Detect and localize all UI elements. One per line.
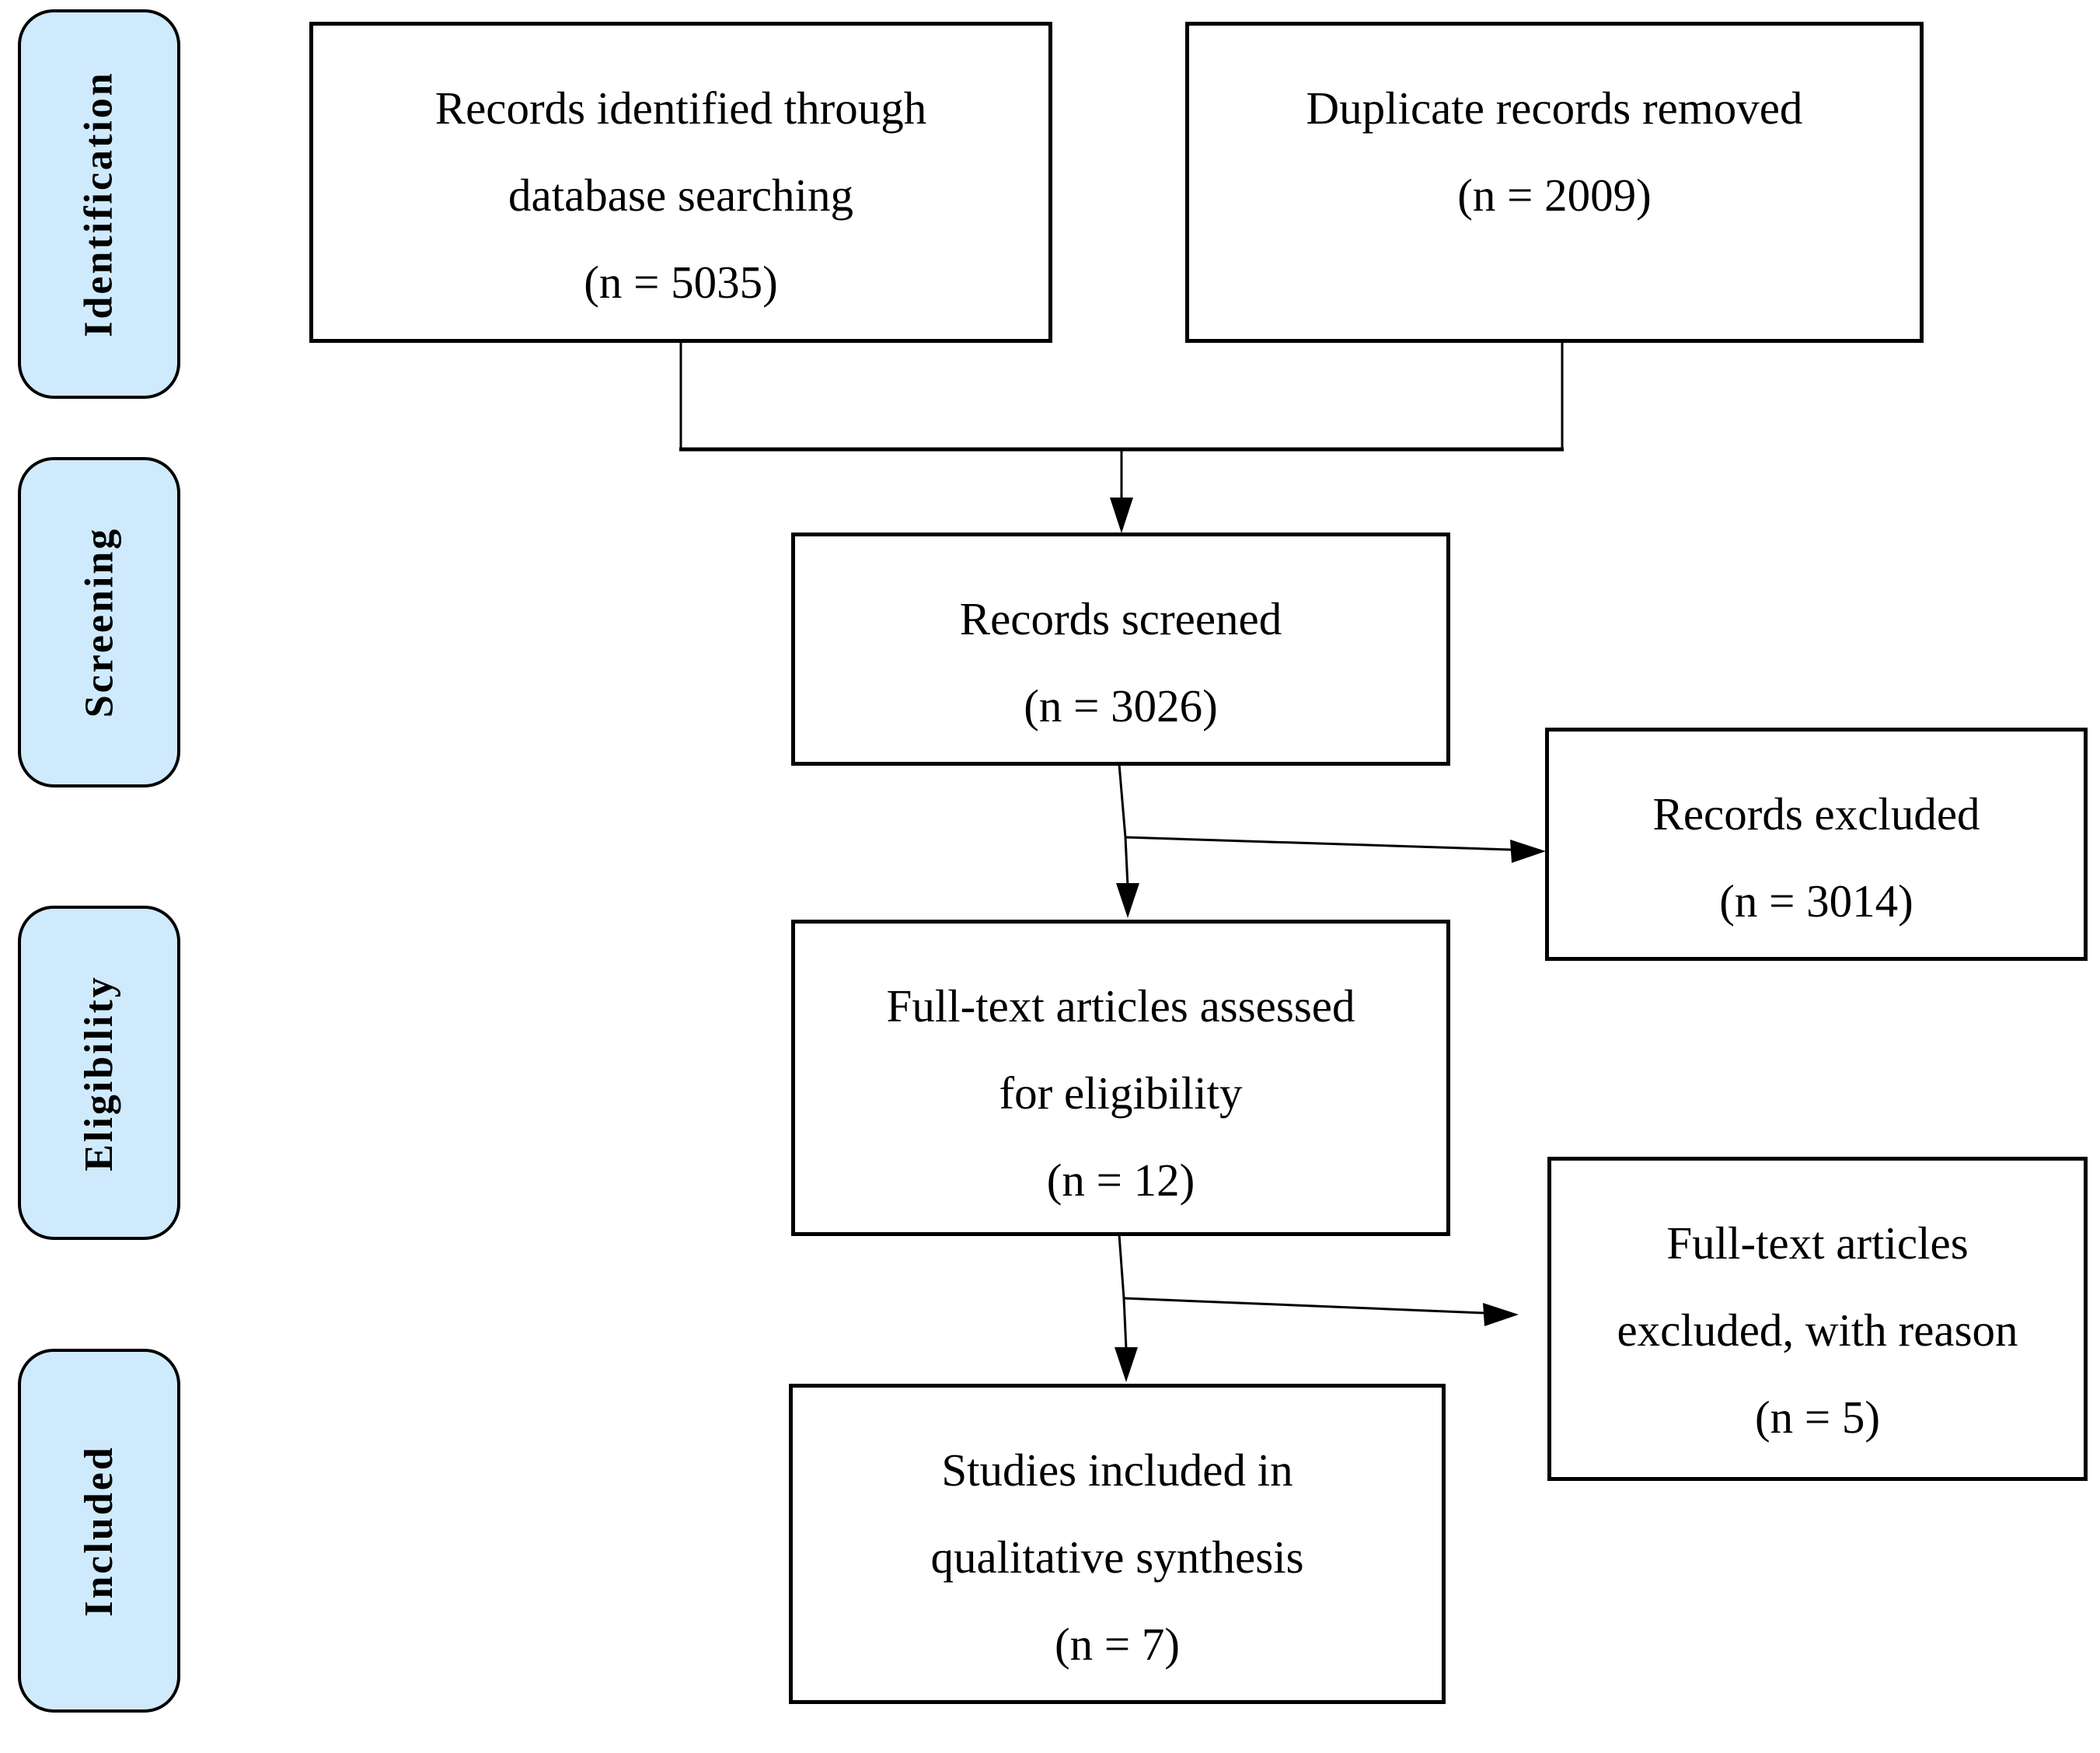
box-duplicates-removed-line: Duplicate records removed (1306, 82, 1803, 134)
box-studies-included-line: qualitative synthesis (930, 1531, 1304, 1583)
stage-screening: Screening (18, 457, 180, 787)
stage-included: Included (18, 1349, 180, 1713)
stage-identification-label: Identification (77, 71, 122, 337)
box-fulltext-assessed-line: for eligibility (999, 1067, 1243, 1119)
box-records-screened-count: (n = 3026) (1024, 680, 1218, 732)
arrow-into-fulltext-excluded (1483, 1303, 1519, 1326)
box-duplicates-removed: Duplicate records removed (n = 2009) (1185, 22, 1924, 343)
box-records-excluded: Records excluded (n = 3014) (1545, 728, 2088, 961)
box-fulltext-assessed: Full-text articles assessed for eligibil… (791, 920, 1450, 1236)
box-records-identified-count: (n = 5035) (584, 257, 778, 308)
box-fulltext-excluded-line: Full-text articles (1666, 1217, 1969, 1269)
box-records-excluded-line: Records excluded (1652, 788, 1980, 840)
box-records-identified: Records identified through database sear… (309, 22, 1052, 343)
arrow-into-fulltext-assessed (1116, 883, 1139, 918)
fulltext-branch-connector (1118, 1234, 1485, 1350)
box-fulltext-excluded: Full-text articles excluded, with reason… (1547, 1157, 2088, 1481)
box-records-identified-line: database searching (508, 169, 853, 221)
box-fulltext-excluded-count: (n = 5) (1754, 1392, 1881, 1443)
stage-identification: Identification (18, 9, 180, 399)
box-records-screened: Records screened (n = 3026) (791, 533, 1450, 766)
screened-branch-connector (1118, 763, 1512, 887)
stage-included-label: Included (77, 1444, 121, 1617)
box-fulltext-assessed-count: (n = 12) (1046, 1154, 1195, 1206)
box-studies-included-line: Studies included in (941, 1444, 1293, 1496)
box-duplicates-removed-count: (n = 2009) (1457, 169, 1652, 221)
box-studies-included: Studies included in qualitative synthesi… (789, 1384, 1446, 1704)
stage-screening-label: Screening (77, 526, 121, 718)
box-fulltext-assessed-line: Full-text articles assessed (886, 980, 1355, 1032)
box-records-excluded-count: (n = 3014) (1719, 875, 1913, 927)
stage-eligibility-label: Eligibility (77, 974, 122, 1172)
top-merge-connector (679, 343, 1564, 499)
arrow-into-screened (1110, 498, 1133, 533)
box-records-screened-line: Records screened (959, 593, 1282, 644)
box-studies-included-count: (n = 7) (1054, 1619, 1181, 1670)
box-fulltext-excluded-line: excluded, with reason (1617, 1304, 2018, 1356)
arrow-into-studies-included (1115, 1347, 1138, 1382)
stage-eligibility: Eligibility (18, 906, 180, 1240)
box-records-identified-line: Records identified through (434, 82, 927, 134)
arrow-into-records-excluded (1510, 840, 1546, 863)
